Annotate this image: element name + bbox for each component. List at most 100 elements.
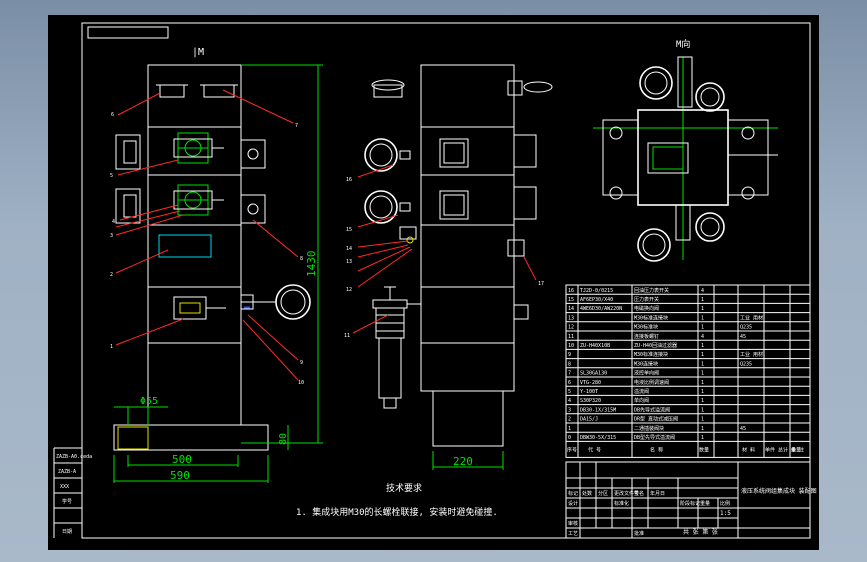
tb-label-date: 年月日 xyxy=(650,490,665,497)
balloon-16: 16 xyxy=(346,177,352,183)
parts-cell-name: 溢流阀 xyxy=(634,388,649,395)
tb-label-design: 设计 xyxy=(568,500,578,507)
dim-side-width: 220 xyxy=(453,455,473,468)
margin-label-1: ZAZB-A xyxy=(58,469,76,475)
parts-cell-qty: 4 xyxy=(701,334,704,340)
parts-cell-name: M30标准连接块 xyxy=(634,351,668,358)
balloon-6: 6 xyxy=(111,112,114,118)
parts-cell-no: 4 xyxy=(568,398,571,404)
view-label-left: |M xyxy=(192,47,204,58)
parts-cell-name: M30标准块 xyxy=(634,324,658,331)
parts-cell-no: 11 xyxy=(568,334,574,340)
parts-cell-code: DB30-1X/315M xyxy=(580,407,616,413)
parts-cell-material: Q235 xyxy=(740,325,752,331)
margin-label-0: ZAZB-A0.ceda xyxy=(56,454,92,460)
parts-cell-code: S30P320 xyxy=(580,398,601,404)
parts-cell-no: 12 xyxy=(568,325,574,331)
parts-cell-qty: 1 xyxy=(701,306,704,312)
balloon-13: 13 xyxy=(346,259,352,265)
parts-cell-no: 1 xyxy=(568,426,571,432)
tb-label-weight: 重量 xyxy=(700,500,710,507)
parts-cell-material: 工业 用材 xyxy=(740,314,763,321)
balloon-11: 11 xyxy=(344,333,350,339)
parts-header-weight: 单件 总计 重量 xyxy=(765,446,801,453)
cad-viewport[interactable]: ZAZB-A0.ceda ZAZB-A XXX 学号 日期 |M xyxy=(48,15,819,550)
parts-cell-qty: 1 xyxy=(701,417,704,423)
parts-cell-name: DB先导式溢流阀 xyxy=(634,406,670,413)
tb-label-count: 处数 xyxy=(582,490,592,497)
parts-cell-no: 7 xyxy=(568,371,571,377)
balloon-2: 2 xyxy=(110,272,113,278)
dim-diameter: Φ55 xyxy=(140,396,158,407)
parts-cell-code: TJ2D-0/0215 xyxy=(580,288,613,294)
right-view xyxy=(593,56,778,262)
parts-cell-qty: 1 xyxy=(701,325,704,331)
parts-cell-code: ZU-H40X10B xyxy=(580,343,610,349)
margin-label-2: XXX xyxy=(60,484,69,490)
parts-cell-material: 45 xyxy=(740,426,746,432)
tb-label-process: 工艺 xyxy=(568,531,578,537)
parts-cell-name: M30标准连接块 xyxy=(634,314,668,321)
dim-width-inner: 500 xyxy=(172,453,192,466)
parts-cell-code: DA15/J xyxy=(580,417,598,423)
balloon-1: 1 xyxy=(110,344,113,350)
parts-cell-name: DR型 直动式减压阀 xyxy=(634,416,678,423)
parts-cell-no: 6 xyxy=(568,380,571,386)
balloon-3: 3 xyxy=(110,233,113,239)
balloon-15: 15 xyxy=(346,227,352,233)
inner-border xyxy=(81,22,811,539)
drawing-sheet: ZAZB-A0.ceda ZAZB-A XXX 学号 日期 |M xyxy=(53,22,817,539)
parts-cell-name: 电磁换向阀 xyxy=(634,305,659,312)
drawing-title: 液压系统阀组集成块 装配图 xyxy=(741,487,817,495)
balloon-10: 10 xyxy=(298,380,304,386)
tb-label-change: 更改文件号 xyxy=(614,490,639,497)
dim-width-outer: 590 xyxy=(170,469,190,482)
parts-cell-name: ZU-H40回油过滤器 xyxy=(634,342,677,349)
parts-cell-no: 14 xyxy=(568,306,574,312)
balloon-14: 14 xyxy=(346,246,352,252)
balloon-4: 4 xyxy=(112,219,115,225)
dim-height: 1430 xyxy=(305,251,318,278)
parts-cell-name: 单向阀 xyxy=(634,397,649,404)
parts-cell-name: 电液比例调速阀 xyxy=(634,379,669,386)
parts-cell-qty: 4 xyxy=(701,288,704,294)
balloon-7: 7 xyxy=(295,123,298,129)
title-block: 标记 处数 分区 更改文件号 签名 年月日 设计 标准化 审核 工艺 批准 阶段… xyxy=(565,461,817,539)
balloon-9: 9 xyxy=(300,360,303,366)
parts-cell-no: 2 xyxy=(568,417,571,423)
parts-cell-no: 13 xyxy=(568,315,574,321)
left-view: 6 7 5 4 3 2 1 8 9 10 1430 500 590 Φ55 80 xyxy=(110,64,323,483)
parts-header-material: 材 料 xyxy=(742,446,755,453)
tb-label-review: 审核 xyxy=(568,520,578,527)
parts-cell-name: 压力表开关 xyxy=(634,296,659,303)
parts-cell-name: DB型先导式溢流阀 xyxy=(634,434,675,441)
tb-label-standard: 标准化 xyxy=(614,500,629,507)
tb-scale-value: 1:5 xyxy=(720,510,731,517)
parts-cell-qty: 1 xyxy=(701,435,704,441)
balloon-5: 5 xyxy=(110,173,113,179)
parts-cell-qty: 1 xyxy=(701,398,704,404)
parts-cell-qty: 1 xyxy=(701,371,704,377)
parts-header-note: 备 注 xyxy=(791,446,804,453)
margin-label-4: 日期 xyxy=(62,529,72,535)
parts-cell-name: 连接板螺钉 xyxy=(634,333,659,340)
parts-cell-no: 9 xyxy=(568,352,571,358)
tb-label-approve: 批准 xyxy=(634,530,644,537)
parts-cell-no: 10 xyxy=(568,343,574,349)
parts-header-qty: 数量 xyxy=(699,446,709,453)
parts-cell-qty: 1 xyxy=(701,315,704,321)
parts-cell-material: 工业 用材 xyxy=(740,351,763,358)
parts-header-name: 名 称 xyxy=(650,446,663,453)
parts-header-no: 序号 xyxy=(567,446,577,453)
middle-view: 220 16 15 14 13 12 11 17 xyxy=(344,64,553,470)
parts-cell-code: DBW30-5X/315 xyxy=(580,435,616,441)
parts-cell-name: 液控单向阀 xyxy=(634,370,659,377)
parts-cell-qty: 1 xyxy=(701,389,704,395)
tb-label-zone: 分区 xyxy=(598,490,608,497)
parts-cell-qty: 1 xyxy=(701,426,704,432)
parts-cell-qty: 1 xyxy=(701,352,704,358)
parts-cell-name: 回油压力表开关 xyxy=(634,287,669,294)
parts-cell-code: Y-100T xyxy=(580,389,598,395)
margin-strip: ZAZB-A0.ceda ZAZB-A XXX 学号 日期 xyxy=(53,447,92,538)
balloon-8: 8 xyxy=(300,256,303,262)
